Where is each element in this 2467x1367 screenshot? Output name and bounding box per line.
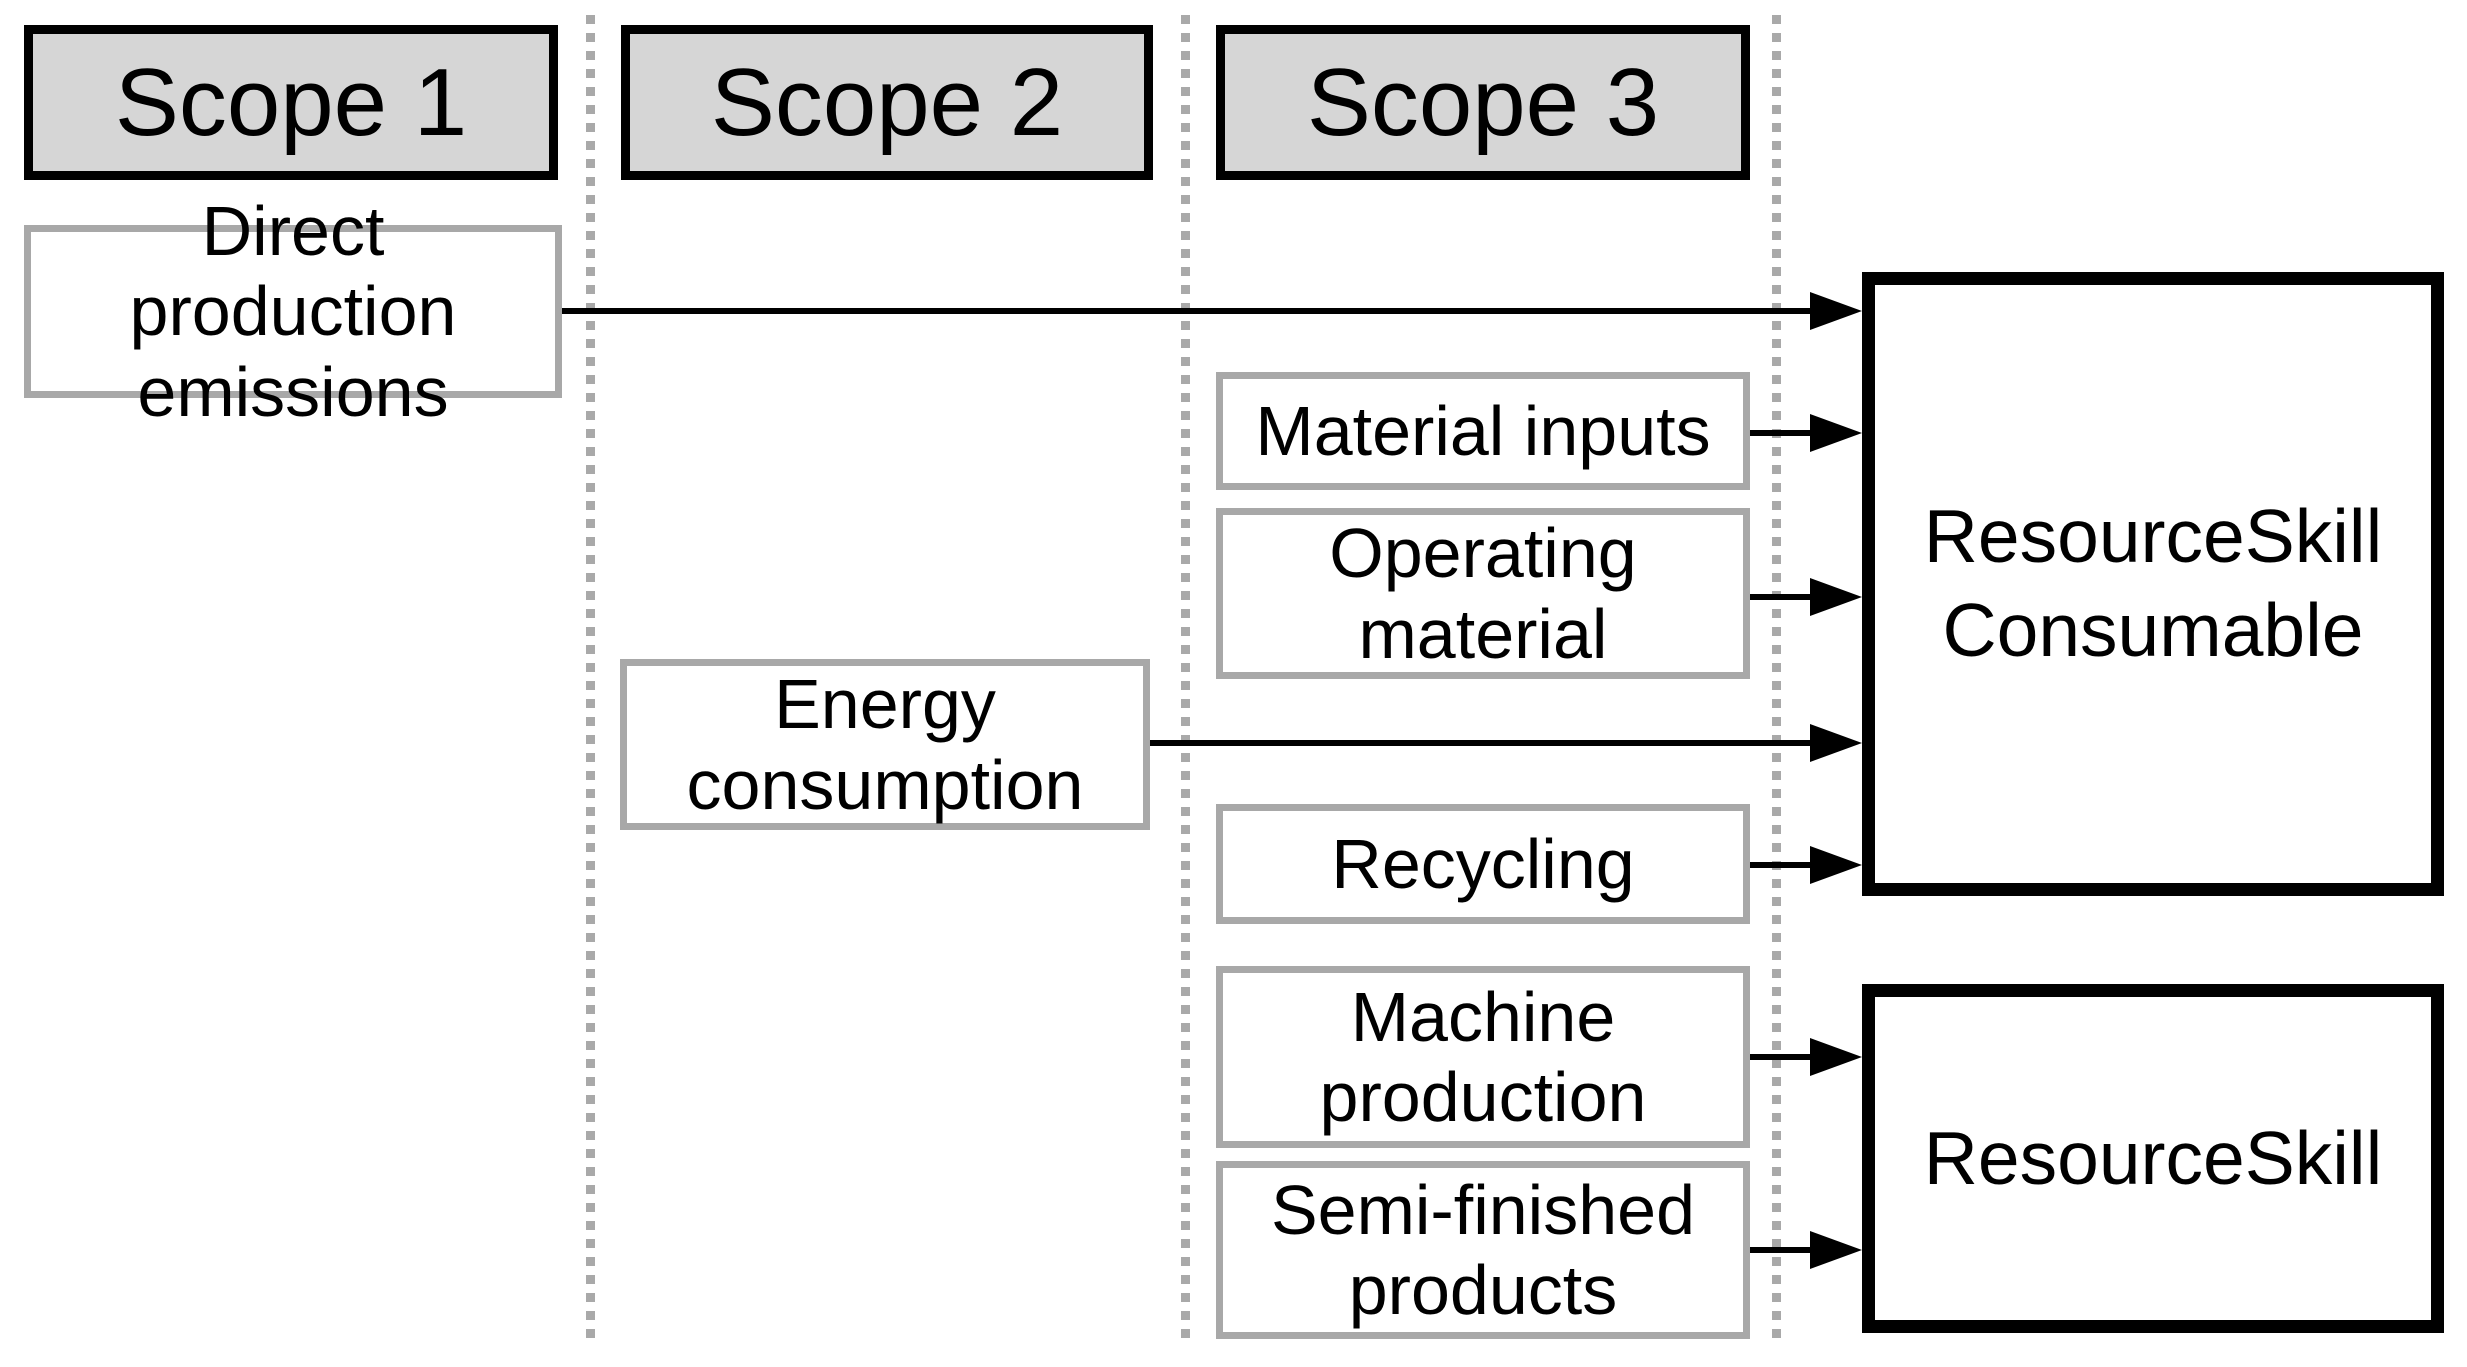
arrow-direct-production-to-consumable xyxy=(562,292,1862,330)
arrow-head xyxy=(1810,724,1862,762)
arrow-energy-consumption-to-consumable xyxy=(1150,724,1862,762)
column-divider-dotted-line-1 xyxy=(586,15,595,1345)
resourceskill-box: ResourceSkill xyxy=(1862,984,2444,1333)
arrow-head xyxy=(1810,292,1862,330)
arrow-head xyxy=(1810,1231,1862,1269)
arrow-shaft xyxy=(1150,740,1815,746)
machine-production-box: Machine production xyxy=(1216,966,1750,1148)
scope-3-header: Scope 3 xyxy=(1216,25,1750,180)
arrow-shaft xyxy=(562,308,1815,314)
arrow-shaft xyxy=(1750,1247,1815,1253)
arrow-shaft xyxy=(1750,862,1815,868)
semi-finished-products-box: Semi-finished products xyxy=(1216,1161,1750,1339)
arrow-material-inputs-to-consumable xyxy=(1750,414,1862,452)
arrow-shaft xyxy=(1750,430,1815,436)
arrow-head xyxy=(1810,414,1862,452)
arrow-machine-production-to-resourceskill xyxy=(1750,1038,1862,1076)
material-inputs-box: Material inputs xyxy=(1216,372,1750,490)
operating-material-box: Operating material xyxy=(1216,508,1750,679)
arrow-shaft xyxy=(1750,594,1815,600)
arrow-head xyxy=(1810,1038,1862,1076)
arrow-operating-material-to-consumable xyxy=(1750,578,1862,616)
column-divider-dotted-line-3 xyxy=(1772,15,1781,1345)
resourceskill-consumable-box: ResourceSkill Consumable xyxy=(1862,272,2444,896)
scope-2-header: Scope 2 xyxy=(621,25,1153,180)
arrow-head xyxy=(1810,846,1862,884)
arrow-semi-finished-products-to-resourceskill xyxy=(1750,1231,1862,1269)
arrow-shaft xyxy=(1750,1054,1815,1060)
column-divider-dotted-line-2 xyxy=(1181,15,1190,1345)
scope-1-header: Scope 1 xyxy=(24,25,558,180)
direct-production-emissions-box: Direct production emissions xyxy=(24,192,562,431)
energy-consumption-box: Energy consumption xyxy=(620,659,1150,830)
recycling-box: Recycling xyxy=(1216,804,1750,924)
arrow-head xyxy=(1810,578,1862,616)
arrow-recycling-to-consumable xyxy=(1750,846,1862,884)
